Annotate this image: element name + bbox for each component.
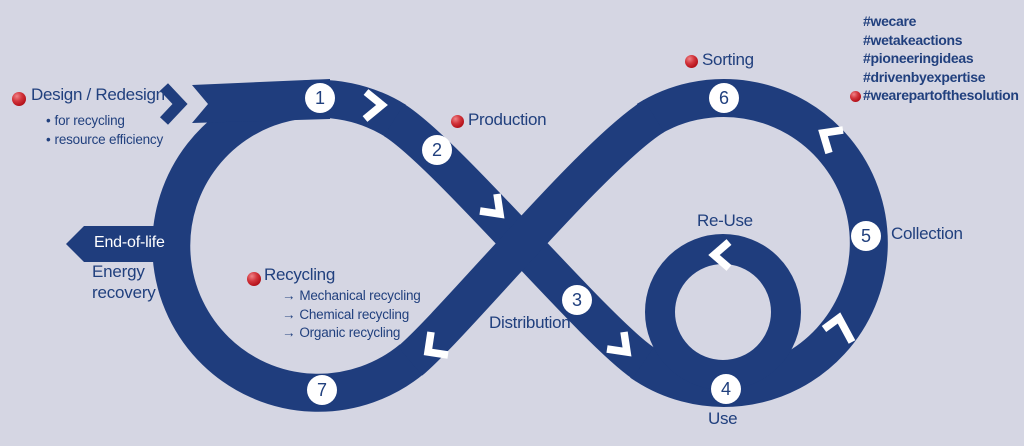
design-bullet-list: •for recycling •resource efficiency bbox=[46, 112, 163, 149]
hashtag-item: #wetakeactions bbox=[863, 31, 963, 48]
flow-chevron-icon bbox=[362, 89, 388, 122]
red-dot-icon bbox=[451, 115, 464, 128]
stage-label-design-redesign: Design / Redesign bbox=[31, 85, 165, 104]
design-bullet-text: for recycling bbox=[54, 113, 125, 128]
arrow-icon: → bbox=[282, 325, 296, 340]
start-banner-ribbon bbox=[192, 79, 330, 123]
design-bullet-item: •resource efficiency bbox=[46, 131, 163, 150]
stage-badge-5: 5 bbox=[851, 221, 881, 251]
stage-label-distribution: Distribution bbox=[489, 313, 571, 332]
stage-badge-2: 2 bbox=[422, 135, 452, 165]
red-dot-icon bbox=[850, 91, 861, 102]
ribbon-left-loop bbox=[152, 79, 425, 412]
energy-recovery-line: recovery bbox=[92, 283, 156, 302]
recycling-type-list: →Mechanical recycling →Chemical recyclin… bbox=[282, 287, 421, 343]
reuse-loop-ring bbox=[645, 234, 801, 390]
stage-label-sorting: Sorting bbox=[702, 50, 754, 69]
recycling-type-text: Organic recycling bbox=[299, 325, 401, 340]
red-dot-icon bbox=[685, 55, 698, 68]
flow-chevron-icon bbox=[479, 193, 505, 219]
design-bullet-item: •for recycling bbox=[46, 112, 163, 131]
flow-chevron-icon bbox=[821, 312, 856, 344]
stage-label-use: Use bbox=[708, 409, 738, 428]
flow-chevron-icon bbox=[423, 331, 449, 359]
recycling-type-text: Mechanical recycling bbox=[299, 288, 421, 303]
end-of-life-label: End-of-life bbox=[94, 234, 165, 251]
stage-label-collection: Collection bbox=[891, 224, 963, 243]
energy-recovery-line: Energy bbox=[92, 262, 145, 281]
stage-label-recycling: Recycling bbox=[264, 265, 335, 284]
recycling-type-text: Chemical recycling bbox=[299, 306, 409, 322]
stage-badge-4: 4 bbox=[711, 374, 741, 404]
stage-badge-7: 7 bbox=[307, 375, 337, 405]
stage-label-production: Production bbox=[468, 110, 547, 129]
energy-recovery-caption: Energy recovery bbox=[92, 261, 156, 303]
arrow-icon: → bbox=[282, 306, 296, 322]
flow-chevron-icon bbox=[818, 126, 844, 155]
flow-chevron-icon bbox=[708, 239, 732, 271]
red-dot-icon bbox=[12, 92, 26, 106]
red-dot-icon bbox=[247, 272, 261, 286]
end-of-life-arrow bbox=[66, 226, 182, 262]
stage-badge-1: 1 bbox=[305, 83, 335, 113]
hashtag-item: #wearepartofthesolution bbox=[863, 87, 1019, 103]
recycling-type-item: →Chemical recycling bbox=[282, 306, 421, 325]
recycling-type-item: →Organic recycling bbox=[282, 324, 421, 343]
bullet-icon: • bbox=[46, 131, 51, 147]
recycling-type-item: →Mechanical recycling bbox=[282, 287, 421, 306]
stage-badge-3: 3 bbox=[562, 285, 592, 315]
stage-badge-6: 6 bbox=[709, 83, 739, 113]
hashtag-item: #drivenbyexpertise bbox=[863, 68, 986, 85]
bullet-icon: • bbox=[46, 113, 51, 128]
inner-loop-label-reuse: Re-Use bbox=[697, 211, 753, 230]
hashtag-item: #wecare bbox=[863, 13, 917, 29]
start-chevron-icon bbox=[159, 83, 188, 125]
hashtag-item: #pioneeringideas bbox=[863, 50, 974, 66]
flow-chevron-icon bbox=[606, 331, 632, 357]
design-bullet-text: resource efficiency bbox=[54, 131, 164, 147]
hashtag-list: #wecare #wetakeactions #pioneeringideas … bbox=[863, 12, 1019, 105]
arrow-icon: → bbox=[282, 288, 296, 303]
